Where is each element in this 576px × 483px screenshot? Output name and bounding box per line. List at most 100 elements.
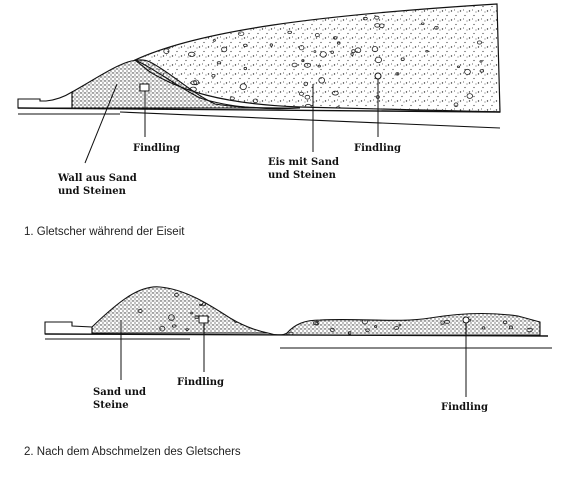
stone xyxy=(243,66,247,71)
stone xyxy=(187,51,196,58)
stone xyxy=(393,326,400,330)
stone xyxy=(318,13,323,17)
caption-figure-2: 2. Nach dem Abschmelzen des Gletschers xyxy=(24,446,241,458)
stone xyxy=(502,320,508,325)
ground-line xyxy=(17,107,501,113)
stone xyxy=(207,11,215,19)
stone xyxy=(301,59,305,63)
stone xyxy=(314,33,320,38)
stone xyxy=(107,297,112,302)
stone xyxy=(100,297,104,301)
stone xyxy=(329,327,335,332)
stone xyxy=(288,331,294,335)
stone xyxy=(303,81,308,87)
stone xyxy=(237,31,245,36)
stone xyxy=(229,96,235,101)
stone xyxy=(319,51,327,58)
stone xyxy=(269,43,273,47)
stone xyxy=(298,14,306,21)
stone xyxy=(481,326,486,330)
stone xyxy=(312,321,319,326)
stone xyxy=(362,16,368,21)
stone xyxy=(244,301,249,305)
stone xyxy=(97,307,103,311)
left-ground-block xyxy=(17,91,73,109)
stone xyxy=(330,50,334,54)
figure1-drawing xyxy=(17,3,501,164)
stone xyxy=(298,45,305,51)
low-deposit xyxy=(286,312,541,336)
stone xyxy=(350,52,354,56)
stone xyxy=(336,41,341,45)
stone xyxy=(200,291,204,294)
stone xyxy=(444,319,451,324)
stone xyxy=(211,74,216,78)
stone xyxy=(287,30,293,34)
bedrock-line xyxy=(119,111,501,129)
stone xyxy=(374,56,382,64)
stone xyxy=(206,12,210,15)
stone xyxy=(381,314,387,318)
stone xyxy=(479,60,483,63)
stone xyxy=(216,61,222,65)
stone xyxy=(453,102,459,108)
stone xyxy=(333,36,338,40)
stone xyxy=(231,313,237,317)
stone xyxy=(243,43,248,47)
stone xyxy=(304,94,311,100)
stone xyxy=(476,40,482,45)
stone xyxy=(466,93,473,99)
stone xyxy=(456,65,461,69)
stone xyxy=(137,309,143,313)
stone xyxy=(106,301,111,306)
findling-boulder-moraine xyxy=(139,83,150,92)
stone xyxy=(298,91,304,96)
stone xyxy=(374,15,380,20)
stone xyxy=(395,72,400,76)
stone xyxy=(199,303,203,307)
label-findling-3: Findling xyxy=(177,377,225,388)
label-findling-4: Findling xyxy=(441,402,489,413)
stone xyxy=(420,22,425,25)
stone xyxy=(100,299,106,304)
stone xyxy=(464,68,471,75)
stone xyxy=(508,325,513,330)
stone xyxy=(308,315,312,319)
stone xyxy=(185,328,189,331)
stone xyxy=(190,311,194,315)
stone xyxy=(373,325,378,328)
label-findling-1: Findling xyxy=(133,143,181,154)
moraine-wall xyxy=(71,59,301,109)
stone xyxy=(155,22,162,29)
stone xyxy=(159,325,166,332)
stone xyxy=(331,90,339,96)
label-findling-2: Findling xyxy=(354,143,402,154)
stone xyxy=(317,64,321,68)
findling-boulder-low xyxy=(462,316,470,324)
label-wall-sand: Wall aus Sand und Steinen xyxy=(58,173,137,197)
stone xyxy=(195,291,202,297)
stone xyxy=(434,25,439,30)
stone xyxy=(425,50,429,53)
stone xyxy=(318,77,326,84)
stone xyxy=(479,69,484,73)
stone xyxy=(168,314,175,321)
caption-figure-1: 1. Gletscher während der Eiseit xyxy=(24,226,185,238)
stone xyxy=(173,293,179,297)
stone xyxy=(239,83,247,91)
stone xyxy=(303,62,311,68)
stone xyxy=(194,30,200,35)
stone xyxy=(201,302,206,307)
stone xyxy=(400,57,405,61)
stone xyxy=(212,39,216,42)
findling-boulder-ice xyxy=(374,72,382,80)
pointer-wall xyxy=(84,83,118,164)
stone xyxy=(193,79,200,86)
stone xyxy=(171,324,177,328)
stone xyxy=(398,323,402,327)
left-ground-block-2 xyxy=(44,321,93,335)
ground-line-2 xyxy=(44,333,549,337)
stone xyxy=(221,46,228,53)
